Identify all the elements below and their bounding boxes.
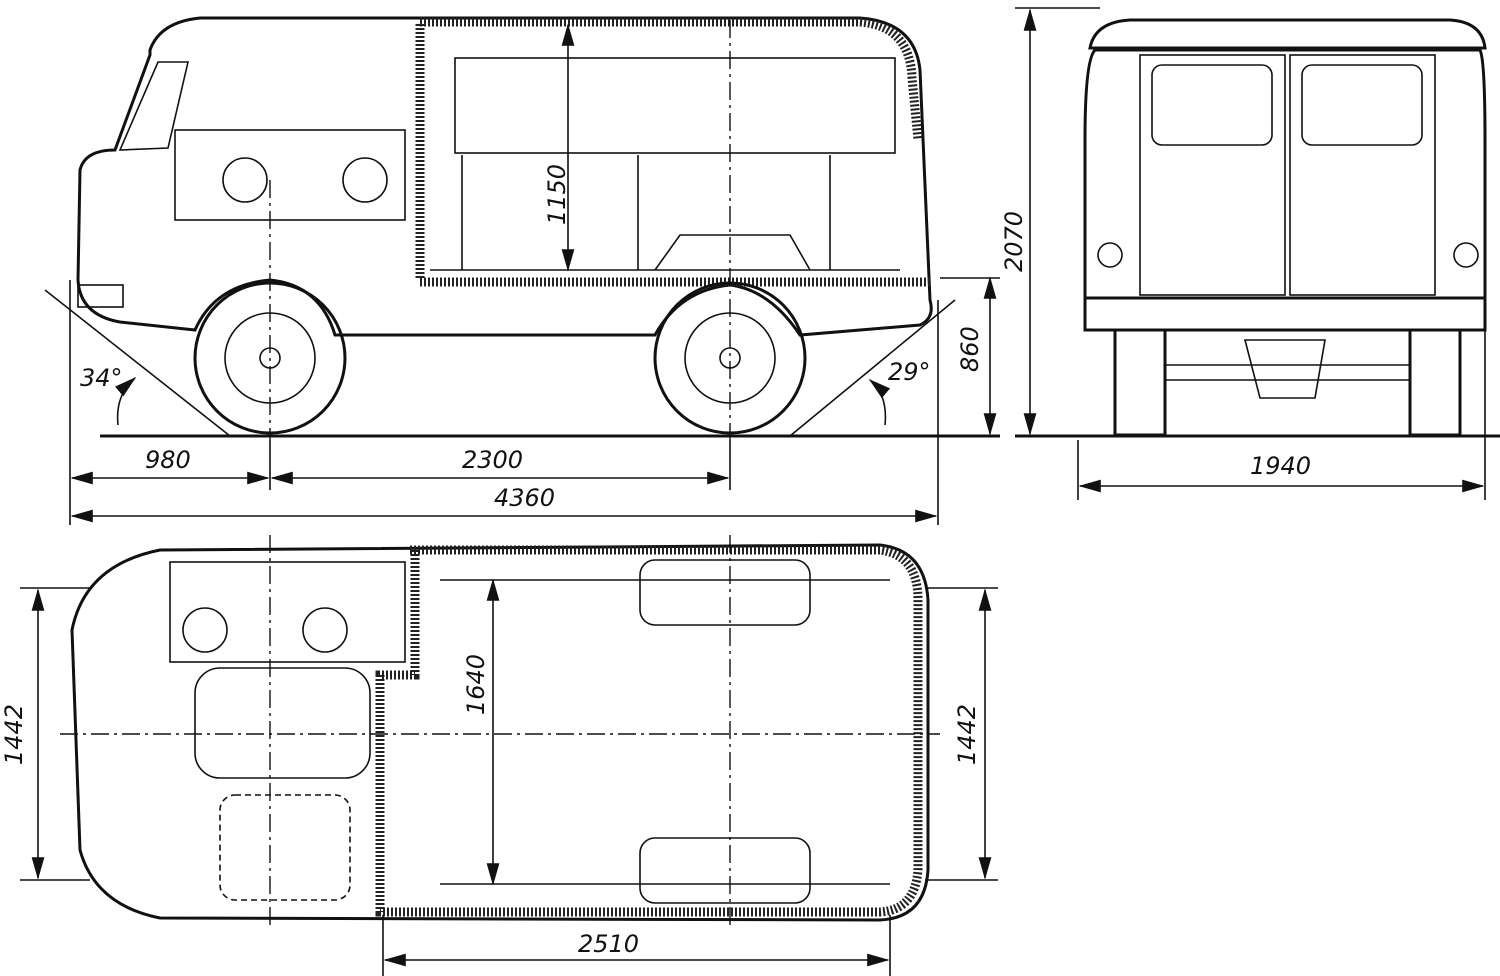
tail-light-left [1097, 242, 1123, 268]
departure-angle-arc [868, 378, 891, 426]
box-on-floor [654, 234, 811, 271]
bumper-front [77, 284, 124, 308]
rear-track-label: 1442 [953, 704, 981, 765]
overall-length-label: 4360 [494, 484, 555, 512]
upper-cabinet [454, 57, 896, 154]
extension-lines [69, 280, 939, 525]
rear-view: 2070 1940 [1000, 7, 1500, 500]
windshield [118, 61, 190, 151]
overall-width-label: 1940 [1250, 452, 1311, 480]
van-side-body [76, 16, 933, 337]
height-860-label: 860 [956, 326, 984, 372]
rear-tire-left [1113, 328, 1167, 437]
top-extension-lines [20, 587, 998, 976]
cargo-length-label: 2510 [578, 930, 639, 958]
rear-door-left [1139, 54, 1286, 296]
departure-angle-line [789, 299, 956, 437]
pump-unit-top [169, 561, 406, 663]
pump-circle [302, 607, 348, 653]
wheelbase-label: 2300 [462, 446, 523, 474]
departure-angle-label: 29° [888, 358, 931, 386]
rear-bumper [1083, 296, 1487, 332]
rear-axle [1165, 339, 1410, 399]
driver-seat [194, 667, 371, 779]
pump-circle [182, 607, 228, 653]
side-insulated-wall [415, 17, 923, 278]
interior-width-label: 1640 [462, 654, 490, 715]
rear-window-right [1301, 64, 1423, 146]
rails [440, 579, 890, 885]
approach-angle-line [44, 289, 231, 437]
side-view: 34° 29° 1150 860 980 2300 4360 [44, 16, 1000, 525]
rear-roof [1088, 18, 1487, 50]
van-top-outline [70, 543, 930, 922]
passenger-seat [219, 794, 351, 901]
approach-angle-label: 34° [80, 364, 123, 392]
axle-centerlines [269, 20, 731, 440]
rear-door-right [1289, 54, 1436, 296]
top-view: 1442 1640 1442 2510 [0, 535, 998, 976]
rear-extension-lines [1015, 7, 1486, 500]
rear-window-left [1151, 64, 1273, 146]
wheel-arch-bottom [639, 837, 811, 904]
wheel-arch-top [639, 559, 811, 626]
overall-height-label: 2070 [1000, 211, 1028, 272]
front-overhang-label: 980 [145, 446, 191, 474]
tail-light-right [1453, 242, 1479, 268]
front-track-label: 1442 [0, 704, 28, 765]
rear-tire-right [1408, 328, 1462, 437]
shelf-frame [430, 155, 900, 271]
approach-angle-arc [115, 376, 137, 426]
top-insulated-walls [375, 545, 923, 917]
engine-equipment [174, 129, 406, 221]
pump-wheel [342, 157, 388, 203]
top-centerlines [60, 535, 940, 930]
interior-height-label: 1150 [543, 164, 571, 225]
pump-wheel [222, 157, 268, 203]
